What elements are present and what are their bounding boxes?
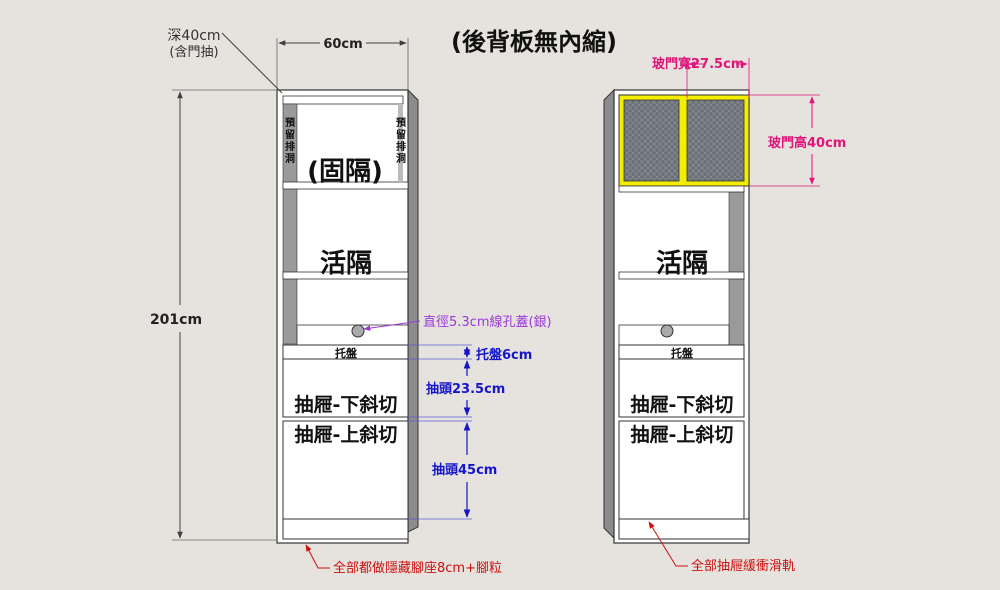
right-adjustable-shelf-label: 活隔 <box>656 249 708 279</box>
left-adjustable-shelf-label: 活隔 <box>320 249 372 279</box>
vent-label-right-1: 預 <box>396 117 407 129</box>
left-drawer-top <box>282 358 409 418</box>
left-fixed-shelf-label: (固隔) <box>307 157 383 187</box>
right-cabinet-side-panel <box>603 88 615 540</box>
diagram-title: (後背板無內縮) <box>451 28 617 56</box>
width-label: 60cm <box>323 37 362 52</box>
right-drawer-bottom-label: 抽屜-上斜切 <box>631 423 734 446</box>
left-dimensions: 深40cm (含門抽) 60cm 201cm 直徑5.3cm線孔蓋(銀) 托盤6… <box>150 28 552 576</box>
cable-hole-label: 直徑5.3cm線孔蓋(銀) <box>423 314 552 330</box>
right-tray-label: 托盤 <box>671 346 694 360</box>
left-cabinet-base <box>282 518 409 540</box>
height-label: 201cm <box>150 312 202 328</box>
left-fixed-shelf <box>282 181 409 190</box>
right-adjustable-shelf <box>618 271 745 280</box>
left-cable-hole <box>351 324 365 338</box>
vent-label-right-4: 洞 <box>396 152 406 165</box>
glass-door-left <box>623 99 680 182</box>
base-note-label: 全部都做隱藏腳座8cm+腳粒 <box>333 560 502 576</box>
glass-width-label: 玻門寬27.5cm <box>652 56 744 72</box>
left-drawer-top-label: 抽屜-下斜切 <box>295 393 398 416</box>
tray-height-label: 托盤6cm <box>476 347 532 363</box>
vent-label-right-2: 留 <box>396 128 406 141</box>
vent-label-left-3: 排 <box>285 140 295 153</box>
left-tray-label: 托盤 <box>335 346 358 360</box>
rail-note-label: 全部抽屜緩衝滑軌 <box>691 558 795 574</box>
left-drawer-bottom-label: 抽屜-上斜切 <box>295 423 398 446</box>
drawer-bottom-height-label: 抽頭45cm <box>432 462 497 478</box>
vent-label-left-4: 洞 <box>285 152 295 165</box>
right-dimensions: 玻門寬27.5cm 玻門高40cm 全部抽屜緩衝滑軌 <box>648 56 846 574</box>
vent-label-left-1: 預 <box>285 117 296 129</box>
drawer-top-height-label: 抽頭23.5cm <box>426 381 505 397</box>
right-cabinet: 活隔 托盤 抽屜-下斜切 抽屜-上斜切 <box>603 88 750 544</box>
right-cable-hole <box>660 324 674 338</box>
depth-label: 深40cm <box>167 28 220 44</box>
left-cabinet: 預 留 排 洞 預 留 排 洞 (固隔) 活隔 托盤 抽屜-下斜切 抽屜-上斜切 <box>276 88 419 544</box>
right-drawer-top <box>618 358 745 418</box>
glass-height-label: 玻門高40cm <box>768 135 846 151</box>
vent-label-left-2: 留 <box>285 128 295 141</box>
glass-door-right <box>686 99 745 182</box>
depth-note: (含門抽) <box>169 44 218 60</box>
left-cabinet-side-panel <box>407 88 419 533</box>
right-cabinet-base <box>618 518 750 540</box>
right-drawer-top-label: 抽屜-下斜切 <box>631 393 734 416</box>
left-adjustable-shelf <box>282 271 409 280</box>
vent-label-right-3: 排 <box>396 140 406 153</box>
left-drawer-bottom <box>282 420 409 520</box>
